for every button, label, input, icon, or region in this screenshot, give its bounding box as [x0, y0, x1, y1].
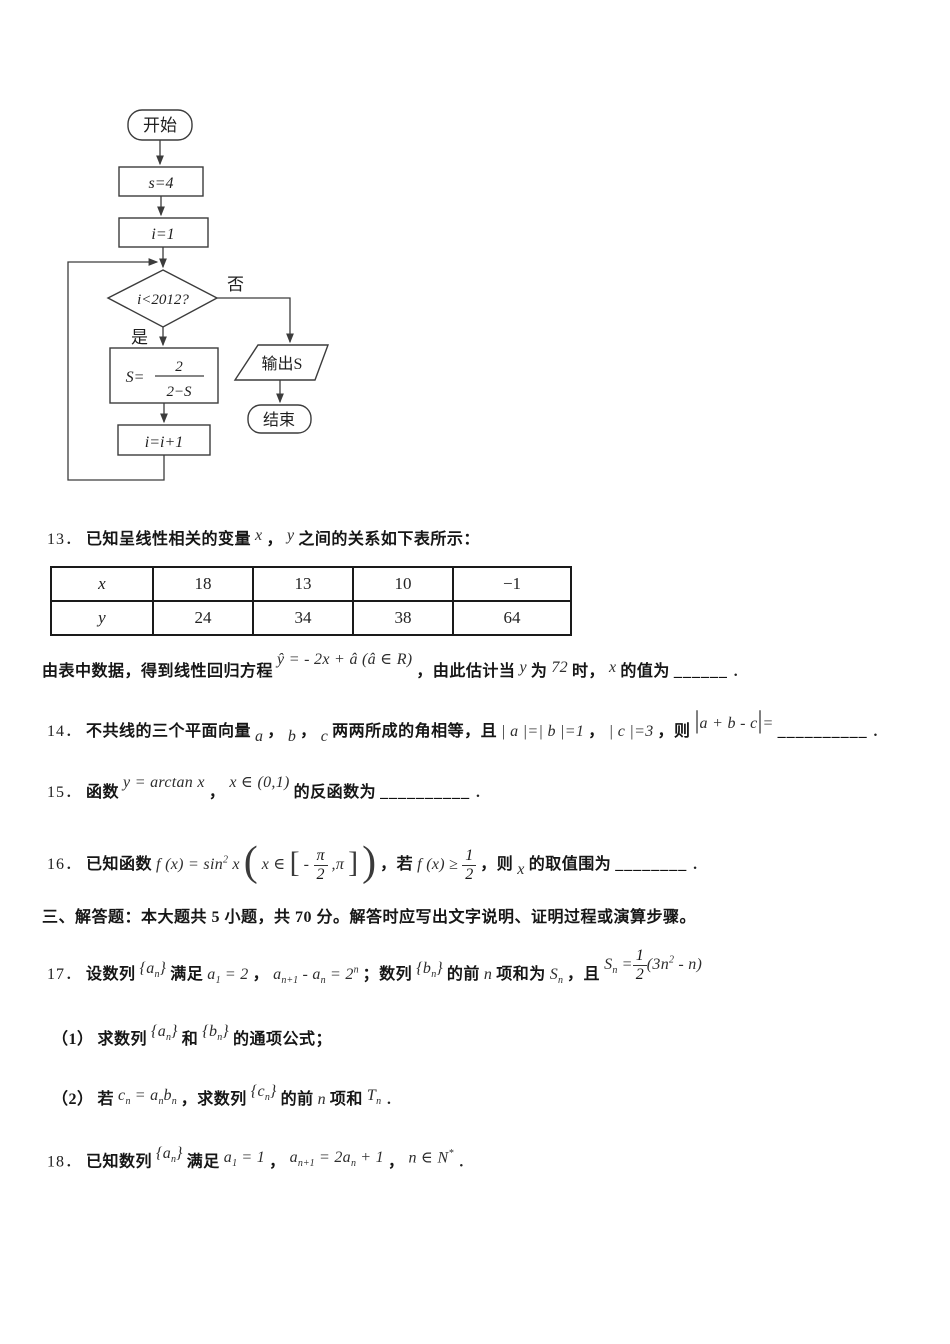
inequality: f (x) ≥ — [417, 855, 459, 873]
row-header-y: y — [50, 600, 154, 636]
cell: 24 — [152, 600, 254, 636]
sequence-cn: {cn} — [250, 1083, 277, 1104]
vector-c: c — [320, 728, 329, 745]
cell: 10 — [352, 566, 454, 602]
flowchart-assign-prefix: S= — [126, 369, 145, 386]
flowchart-no-branch-wire — [217, 297, 294, 344]
target-expression: |a + b - c|= — [694, 707, 774, 735]
section-3-heading: 三、解答题：本大题共 5 小题，共 70 分。解答时应写出文字说明、证明过程或演… — [42, 909, 697, 926]
flowchart-end-label: 结束 — [263, 411, 295, 429]
cell: −1 — [452, 566, 572, 602]
big-left-bracket: [ — [289, 846, 300, 880]
var-x: x — [608, 659, 617, 676]
flowchart-no-label: 否 — [227, 275, 244, 294]
norm-condition-c: | c |=3 — [608, 723, 654, 740]
var-x: x — [517, 860, 525, 878]
sum-Sn: Sn — [549, 965, 564, 986]
vertical-bar: | — [757, 707, 763, 735]
part-number: （2） — [52, 1091, 94, 1108]
question-number: 13． — [47, 531, 83, 548]
big-left-paren: ( — [243, 839, 258, 886]
sequence-an: {an} — [139, 959, 167, 980]
question-15: 15． 函数 y = arctan x ， x ∈ (0,1) 的反函数为 __… — [47, 774, 492, 801]
sequence-bn: {bn} — [202, 1023, 229, 1044]
flowchart-init-s-label: s=4 — [148, 175, 173, 192]
flowchart-assign-denominator: 2−S — [166, 384, 192, 400]
flowchart-init-i-label: i=1 — [151, 226, 174, 243]
question-18: 18． 已知数列 {an} 满足 a1 = 1 ， an+1 = 2an + 1… — [47, 1145, 475, 1171]
sequence-bn: {bn} — [416, 959, 443, 980]
sequence-an: {an} — [151, 1023, 178, 1044]
cn-definition: cn = anbn — [118, 1087, 177, 1108]
flowchart-output-label: 输出S — [262, 355, 303, 373]
var-y: y — [519, 659, 527, 676]
big-right-paren: ) — [362, 839, 377, 886]
regression-formula: ŷ = - 2x + â (â ∈ R) — [277, 651, 413, 668]
answer-blank: __________ — [380, 784, 471, 801]
var-n: n — [317, 1091, 326, 1108]
flowchart-increment-label: i=i+1 — [145, 434, 183, 451]
question-number: 15． — [47, 784, 83, 801]
question-17-part-1: （1） 求数列 {an} 和 {bn} 的通项公式； — [52, 1023, 332, 1048]
var-n: n — [483, 965, 493, 983]
flowchart-start-label: 开始 — [143, 116, 177, 135]
recurrence: an+1 - an = 2n — [273, 964, 359, 986]
answer-blank: ______ — [673, 663, 728, 680]
var-y: y — [286, 527, 295, 544]
question-number: 17． — [47, 965, 83, 983]
table-row-y: y 24 34 38 64 — [50, 600, 572, 636]
sum-Tn: Tn — [366, 1087, 382, 1108]
algorithm-flowchart: 开始 s=4 i=1 i<2012? 否 输出S 结束 是 S= 2 2−S — [67, 109, 330, 481]
table-row-x: x 18 13 10 −1 — [50, 566, 572, 602]
recurrence: an+1 = 2an + 1 — [289, 1149, 384, 1170]
part-number: （1） — [52, 1031, 94, 1048]
cell: 64 — [452, 600, 572, 636]
flowchart-loop-wire — [67, 258, 165, 481]
cell: 38 — [352, 600, 454, 636]
n-domain: n ∈ N* — [408, 1148, 454, 1167]
q13-data-table: x 18 13 10 −1 y 24 34 38 64 — [50, 566, 572, 636]
cell: 34 — [252, 600, 354, 636]
question-17-stem: 17． 设数列 {an} 满足 a1 = 2 ， an+1 - an = 2n … — [47, 947, 703, 986]
flowchart-yes-label: 是 — [131, 328, 148, 347]
norm-condition-ab: | a |=| b |=1 — [501, 723, 585, 740]
sequence-an: {an} — [156, 1145, 183, 1166]
flowchart-end-terminator — [247, 404, 312, 434]
big-right-bracket: ] — [348, 846, 359, 880]
row-header-x: x — [50, 566, 154, 602]
answer-blank: __________ — [777, 723, 868, 740]
question-number: 16． — [47, 855, 83, 873]
question-number: 18． — [47, 1153, 83, 1171]
vector-a: a — [255, 728, 264, 745]
question-13-stem: 13． 已知呈线性相关的变量 x ， y 之间的关系如下表所示： — [47, 527, 480, 548]
answer-blank: ________ — [615, 855, 688, 873]
function-formula: f (x) = sin2 x — [156, 854, 240, 873]
initial-term: a1 = 1 — [223, 1149, 266, 1170]
question-17-part-2: （2） 若 cn = anbn ，求数列 {cn} 的前 n 项和 Tn ． — [52, 1083, 403, 1108]
question-14: 14． 不共线的三个平面向量 a ， b ， c 两两所成的角相等，且 | a … — [47, 707, 889, 745]
flowchart-decision-label: i<2012? — [137, 292, 189, 308]
initial-term: a1 = 2 — [207, 965, 249, 986]
var-x: x — [255, 527, 263, 544]
flowchart-output-parallelogram — [233, 344, 330, 381]
vector-b: b — [287, 728, 297, 745]
question-number: 14． — [47, 723, 83, 740]
function-formula: y = arctan x — [123, 774, 205, 791]
value-72: 72 — [551, 659, 568, 676]
question-13-continuation: 由表中数据，得到线性回归方程 ŷ = - 2x + â (â ∈ R) ，由此估… — [42, 651, 749, 680]
vertical-bar: | — [694, 707, 700, 735]
cell: 18 — [152, 566, 254, 602]
domain-formula: x ∈ (0,1) — [229, 774, 290, 791]
cell: 13 — [252, 566, 354, 602]
flowchart-assign-numerator: 2 — [175, 359, 183, 375]
